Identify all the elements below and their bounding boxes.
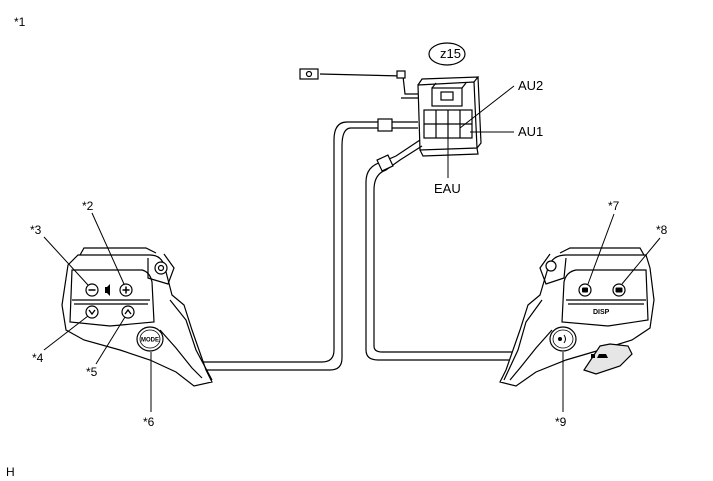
terminal-leaders <box>447 85 515 178</box>
connector-id-label: z15 <box>440 46 461 61</box>
volume-up-button[interactable] <box>119 283 133 297</box>
callout-5: *5 <box>86 365 98 379</box>
terminal-eau-label: EAU <box>434 181 461 196</box>
chevron-down-icon <box>88 309 96 316</box>
callout-3: *3 <box>30 223 42 237</box>
connector-id-badge <box>428 42 466 66</box>
volume-down-button[interactable] <box>85 283 99 297</box>
phone-button[interactable] <box>578 283 592 297</box>
speaker-icon <box>105 284 110 296</box>
seek-up-button[interactable] <box>121 305 135 319</box>
phone-icon <box>582 287 588 293</box>
callout-7: *7 <box>608 199 620 213</box>
leader-au2 <box>459 85 515 129</box>
terminal-au2-label: AU2 <box>518 78 543 93</box>
chevron-up-icon <box>124 308 132 315</box>
wire-harness <box>196 118 520 371</box>
terminal-au1-label: AU1 <box>518 124 543 139</box>
left-steering-switch <box>61 247 213 387</box>
mode-button-label: MODE <box>141 338 159 344</box>
callout-4: *4 <box>32 351 44 365</box>
display-icon <box>615 287 623 293</box>
figure-number-label: *1 <box>14 15 26 29</box>
callout-6: *6 <box>143 415 155 429</box>
connector-z15 <box>299 42 482 157</box>
vehicle-icon <box>591 354 608 358</box>
seek-down-button[interactable] <box>85 305 99 319</box>
callout-8: *8 <box>656 223 668 237</box>
callout-2: *2 <box>82 199 94 213</box>
voice-button[interactable] <box>549 326 577 352</box>
right-steering-switch <box>499 247 655 387</box>
right-callout-leaders <box>562 213 661 412</box>
callout-9: *9 <box>555 415 567 429</box>
mode-button[interactable]: MODE <box>136 326 164 352</box>
left-callout-leaders <box>43 212 152 412</box>
figure-code-label: H <box>6 465 15 479</box>
disp-label: DISP <box>593 309 610 316</box>
display-button[interactable] <box>612 283 626 297</box>
